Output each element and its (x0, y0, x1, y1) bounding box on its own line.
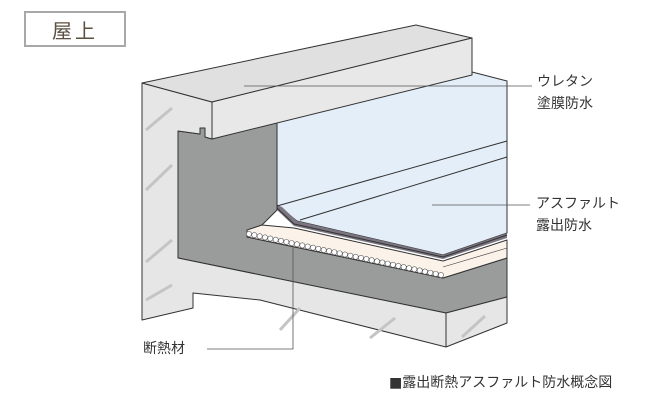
insulation-cell (283, 239, 290, 245)
insulation-label: 断熱材 (143, 341, 185, 357)
insulation-cell (304, 243, 311, 250)
insulation-cell (278, 237, 284, 244)
insulation-cell (422, 268, 428, 275)
insulation-cell (379, 259, 386, 266)
insulation-cell (390, 261, 396, 268)
leader-lines (207, 85, 532, 350)
insulation-cell (262, 234, 268, 241)
insulation-cell (432, 270, 439, 277)
insulation-cell (256, 233, 263, 240)
insulation-cell (288, 240, 295, 247)
insulation-cell (331, 249, 338, 256)
insulation-board (246, 224, 508, 279)
insulation-cell (416, 267, 423, 274)
diagram-caption: ■露出断熱アスファルト防水概念図 (389, 375, 613, 391)
insulation-cell (294, 241, 300, 248)
asphalt-label-line2: 露出防水 (536, 218, 592, 234)
insulation-cell (320, 247, 327, 253)
insulation-cell (246, 231, 252, 237)
insulation-cell (384, 260, 391, 267)
insulation-cell (411, 266, 418, 273)
insulation-cell (368, 257, 375, 264)
insulation-cell (374, 258, 380, 265)
membrane-edge (277, 205, 507, 259)
asphalt-label-line1: アスファルト (536, 196, 620, 212)
concrete-front-face (141, 82, 447, 348)
insulation-cell (395, 262, 402, 269)
insulation-cell (326, 248, 332, 254)
insulation-cell (347, 252, 354, 259)
insulation-cell (336, 250, 343, 257)
insulation-cell (406, 265, 412, 272)
asphalt-label: アスファルト 露出防水 (536, 193, 620, 237)
insulation-texture (246, 231, 444, 278)
insulation-cell (363, 256, 370, 262)
insulation-cell (427, 269, 434, 276)
urethane-label-line1: ウレタン (537, 74, 593, 90)
insulation-cell (310, 244, 316, 251)
insulation-cell (342, 251, 348, 258)
insulation-cell (400, 264, 407, 270)
insulation-cell (272, 236, 279, 243)
section-title: 屋上 (24, 11, 126, 47)
insulation-cell (251, 232, 258, 239)
concrete-texture (144, 106, 487, 340)
parapet-front (211, 37, 473, 140)
insulation-cell (315, 245, 322, 252)
insulation-cell (267, 235, 274, 242)
insulation-cell (352, 253, 359, 260)
urethane-label: ウレタン 塗膜防水 (537, 71, 593, 115)
urethane-label-line2: 塗膜防水 (537, 96, 593, 112)
insulation-cell (299, 242, 306, 249)
insulation-cell (358, 255, 364, 261)
insulation-cell (438, 272, 444, 278)
